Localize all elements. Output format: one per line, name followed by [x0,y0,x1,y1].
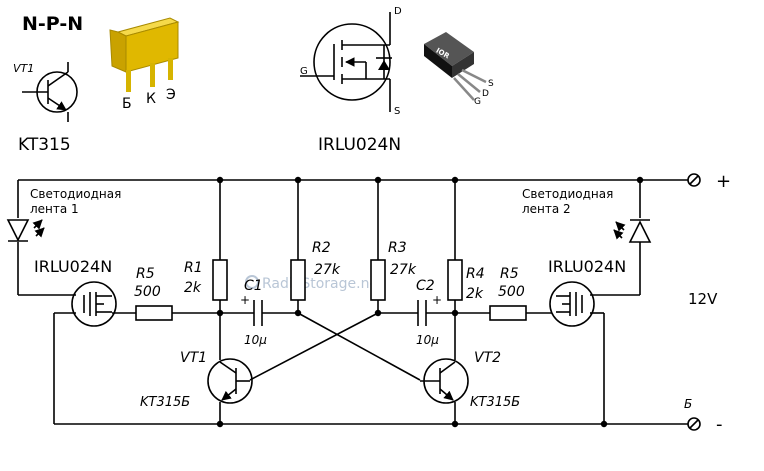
mosfet-symbol: D G S [300,6,402,117]
c2-polarity: + [432,293,442,307]
left-mosfet [71,281,117,327]
c1-value: 10µ [244,333,267,347]
r2-value: 27k [314,262,341,278]
resistor-r3 [370,259,386,301]
right-mosfet-label: IRLU024N [548,257,626,276]
c2-name: C2 [416,278,435,294]
r5-right-name: R5 [500,266,519,282]
led-strip-1-line1: Светодиодная [30,187,121,201]
pkg-g-label: G [474,97,481,107]
irlu-title: IRLU024N [318,135,401,155]
r2-name: R2 [312,240,331,256]
transistor-vt1 [207,358,253,404]
transistor-vt2 [420,358,469,404]
npn-title: N-P-N [22,13,83,35]
c2-value: 10µ [416,333,439,347]
vt2-type: KT315Б [470,395,520,410]
capacitor-c1 [253,300,263,326]
npn-transistor-symbol: VT1 [13,62,78,122]
resistor-r1 [212,259,228,301]
pin-k-label: К [146,91,156,107]
r5-left-value: 500 [134,284,161,300]
terminal-plus [687,173,701,187]
vt2-name: VT2 [474,350,501,366]
mosfet-g-label: G [300,66,308,77]
left-mosfet-label: IRLU024N [34,257,112,276]
terminal-minus [687,417,701,431]
led-strip-1 [6,219,45,242]
pkg-d-label: D [482,89,489,99]
led-strip-2 [613,219,652,243]
vt1-type: KT315Б [140,395,190,410]
resistor-r5-right [489,305,527,321]
r4-value: 2k [466,286,484,302]
mosfet-s-label: S [394,106,400,117]
resistor-r4 [447,259,463,301]
r4-name: R4 [466,266,485,282]
supply-voltage: 12V [688,290,718,308]
mosfet-d-label: D [394,6,402,17]
led-strip-2-line1: Светодиодная [522,187,613,201]
vt1-name: VT1 [180,350,207,366]
led-strip-2-line2: лента 2 [522,202,571,216]
watermark-text: RadioStorage.net [262,276,384,292]
r1-name: R1 [184,260,203,276]
r3-name: R3 [388,240,407,256]
plus-sign: + [716,171,731,192]
kt315-package: Б К Э [109,17,180,112]
resistor-r5-left [135,305,173,321]
vt1-symbol-label: VT1 [13,62,34,75]
ground-label: Б [684,397,692,411]
c1-name: C1 [244,278,263,294]
led-strip-1-line2: лента 1 [30,202,79,216]
minus-sign: - [716,414,723,435]
irlu-package: IOR S D G [424,32,494,107]
watermark: RadioStorage.net [245,275,384,292]
pin-e-label: Э [166,87,176,103]
r3-value: 27k [390,262,417,278]
r1-value: 2k [184,280,202,296]
pin-b-label: Б [122,96,132,112]
r5-right-value: 500 [498,284,525,300]
resistor-r2 [290,259,306,301]
wires [17,179,688,425]
junctions [216,176,644,428]
r5-left-name: R5 [136,266,155,282]
c1-polarity: + [240,293,250,307]
right-mosfet [549,281,595,327]
pkg-s-label: S [488,79,494,89]
capacitor-c2 [417,300,427,326]
kt315-label: KT315 [18,135,71,155]
